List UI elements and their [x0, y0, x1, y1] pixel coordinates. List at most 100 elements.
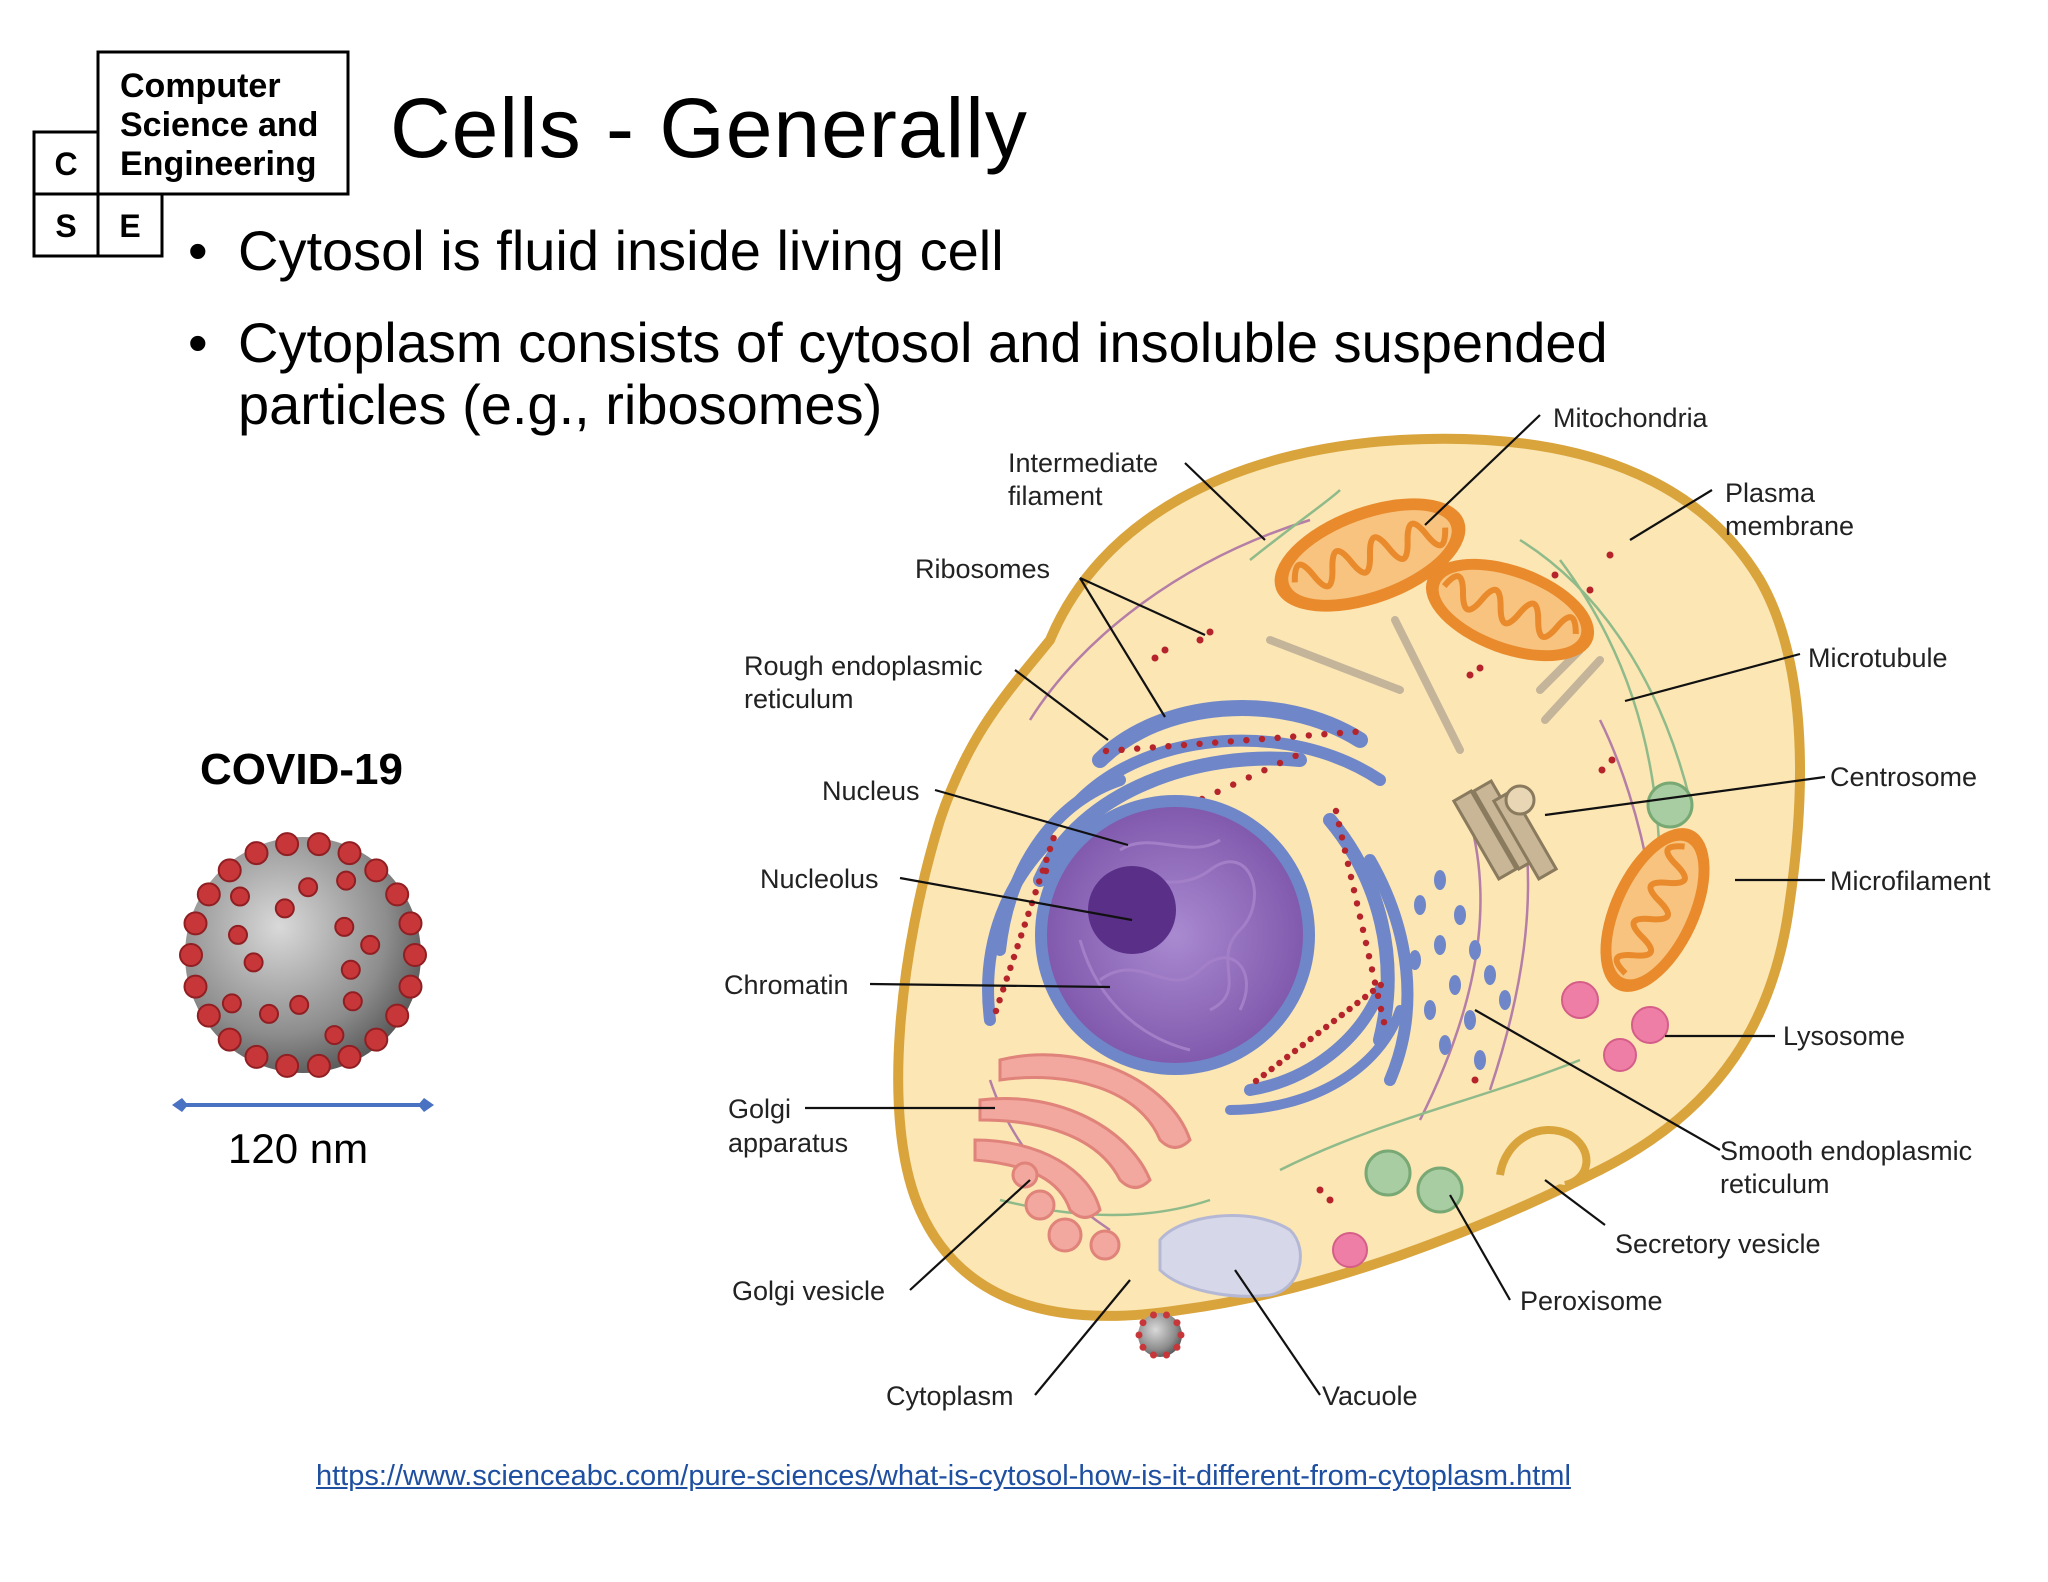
virus-spike: [259, 1003, 279, 1024]
virus-spike: [324, 1025, 345, 1046]
ribosome-dot: [1323, 1023, 1330, 1031]
source-link[interactable]: https://www.scienceabc.com/pure-sciences…: [316, 1460, 1571, 1492]
covid-title: COVID-19: [200, 745, 403, 794]
ribosome-dot: [1374, 992, 1382, 999]
virus-spike: [306, 832, 331, 857]
virus-spike: [228, 924, 248, 945]
virus-spike: [1173, 1319, 1181, 1327]
covid-virus-small: [1135, 1311, 1185, 1359]
ribosome-dot: [1260, 1071, 1268, 1079]
bullet-dot: •: [188, 311, 208, 374]
ribosome-dot: [1335, 821, 1343, 828]
ribosome-dot: [1344, 860, 1352, 867]
virus-spike: [1163, 1351, 1170, 1359]
ribosome-dot: [1261, 767, 1268, 774]
virus-spike: [221, 993, 242, 1014]
smooth-er-vesicle: [1414, 895, 1426, 915]
ribosome-dot: [1010, 953, 1018, 961]
ribosome-dot: [1050, 835, 1057, 842]
ribosome-dot: [1151, 654, 1159, 662]
ribosome-dot: [1586, 586, 1594, 594]
ribosome-dot: [1307, 1035, 1314, 1043]
ribosome-dot: [1039, 867, 1047, 874]
ribosome-dot: [1032, 889, 1039, 896]
bullet-text: Cytosol is fluid inside living cell: [238, 219, 1004, 282]
virus-spike: [342, 991, 363, 1012]
ribosome-dot: [1350, 887, 1358, 894]
ribosome-dot: [1352, 728, 1359, 735]
virus-spike: [196, 882, 221, 907]
virus-spike: [1139, 1319, 1147, 1327]
label-mitochondria: Mitochondria: [1553, 403, 1709, 433]
ribosome-dot: [1118, 746, 1125, 753]
ribosome-dot: [1354, 999, 1361, 1007]
ribosome-dot: [1043, 856, 1050, 863]
ribosome-dot: [1268, 1065, 1275, 1073]
ribosome-dot: [1371, 979, 1379, 986]
ribosome-dot: [1353, 900, 1361, 907]
virus-spike: [1163, 1311, 1170, 1319]
ribosome-dot: [1252, 1077, 1260, 1085]
virus-spike: [364, 1027, 389, 1052]
ribosome-dot: [1214, 788, 1221, 795]
label-cytoplasm: Cytoplasm: [886, 1381, 1014, 1411]
virus-spike: [179, 943, 203, 967]
virus-spike: [244, 841, 269, 866]
virus-spike: [298, 877, 319, 898]
ribosome-dot: [1018, 932, 1025, 939]
ribosome-dot: [1274, 734, 1281, 741]
ribosome-dot: [1000, 986, 1007, 993]
label-intermediate-filament-1: Intermediate: [1008, 448, 1158, 478]
ribosome-dot: [1365, 953, 1373, 960]
ribosome-dot: [1338, 834, 1346, 841]
label-nucleus: Nucleus: [822, 776, 920, 806]
ribosome-dot: [1606, 551, 1614, 559]
logo-text-line1: Computer: [120, 67, 281, 105]
ribosome-dot: [1476, 664, 1484, 672]
virus-spike: [275, 1053, 300, 1078]
slide-title: Cells - Generally: [390, 81, 1028, 175]
ribosome-dot: [1165, 743, 1172, 750]
label-plasma-membrane-1: Plasma: [1725, 478, 1816, 508]
virus-spike: [196, 1003, 221, 1028]
ribosome-dot: [1471, 1076, 1479, 1084]
ribosome-dot: [1161, 646, 1169, 654]
smooth-er: [1409, 870, 1511, 1070]
logo-text-line2: Science and: [120, 106, 318, 144]
ribosome-dot: [1359, 926, 1367, 933]
nucleus: [1035, 795, 1315, 1075]
ribosome-dot: [1315, 1029, 1322, 1037]
label-golgi-vesicle: Golgi vesicle: [732, 1276, 885, 1306]
logo-letter-s: S: [55, 208, 76, 244]
ribosome-dot: [1230, 781, 1237, 788]
ribosome-dot: [1377, 1005, 1385, 1013]
label-microtubule: Microtubule: [1808, 643, 1948, 673]
ribosome-dot: [1025, 910, 1032, 917]
bullet-text: Cytoplasm consists of cytosol and insolu…: [238, 311, 1608, 436]
virus-spike: [244, 1044, 269, 1069]
label-centrosome: Centrosome: [1830, 762, 1977, 792]
label-chromatin: Chromatin: [724, 970, 849, 1000]
ribosome-dot: [1276, 759, 1284, 767]
ribosome-dot: [1321, 731, 1328, 738]
ribosome-dot: [1284, 1053, 1291, 1061]
ribosome-dot: [1206, 628, 1214, 636]
ribosome-dot: [1356, 913, 1364, 920]
label-secretory-vesicle: Secretory vesicle: [1615, 1229, 1821, 1259]
label-ribosomes: Ribosomes: [915, 554, 1050, 584]
virus-spike: [398, 974, 423, 999]
label-rough-er-1: Rough endoplasmic: [744, 651, 983, 681]
virus-spike: [289, 994, 310, 1015]
label-intermediate-filament-2: filament: [1008, 481, 1103, 511]
virus-spike: [275, 832, 300, 857]
ribosome-dot: [1292, 752, 1299, 759]
ribosome-dot: [1276, 1059, 1283, 1067]
label-golgi-apparatus-1: Golgi: [728, 1094, 791, 1124]
covid-scale-label: 120 nm: [228, 1125, 369, 1172]
centrosome: [1451, 778, 1559, 882]
bullet-cytosol: • Cytosol is fluid inside living cell: [188, 219, 1004, 282]
virus-spike: [398, 911, 423, 936]
label-plasma-membrane-2: membrane: [1725, 511, 1854, 541]
ribosome-dot: [1299, 1041, 1307, 1049]
